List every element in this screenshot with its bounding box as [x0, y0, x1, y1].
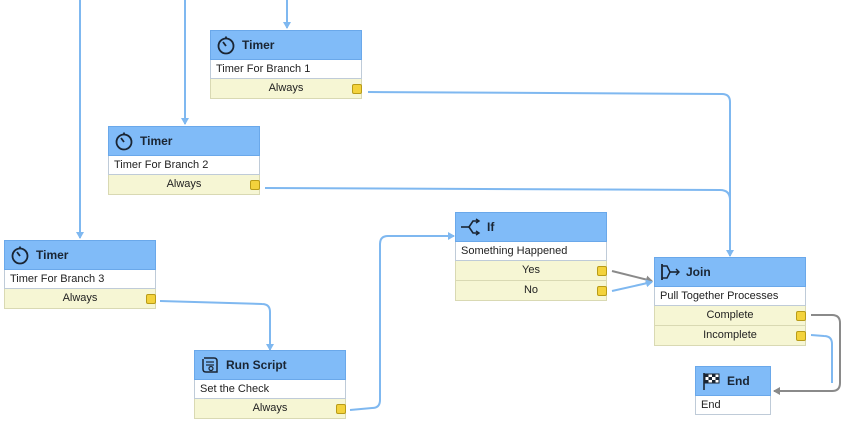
output-label: Always — [62, 292, 98, 304]
output-label: Yes — [522, 264, 540, 276]
output-label: Always — [166, 178, 202, 190]
end-node[interactable]: End End — [695, 366, 771, 415]
output-port[interactable] — [352, 84, 362, 94]
node-title: Timer — [140, 134, 173, 148]
node-title: Timer — [242, 38, 275, 52]
output-always[interactable]: Always — [210, 79, 362, 99]
join-icon — [659, 261, 681, 283]
node-description: Timer For Branch 3 — [4, 270, 156, 289]
node-header[interactable]: Timer — [4, 240, 156, 270]
output-label: Incomplete — [703, 329, 757, 341]
timer-node-branch-2[interactable]: Timer Timer For Branch 2 Always — [108, 126, 260, 195]
node-header[interactable]: Timer — [108, 126, 260, 156]
output-port[interactable] — [597, 266, 607, 276]
node-description: Set the Check — [194, 380, 346, 399]
timer-node-branch-1[interactable]: Timer Timer For Branch 1 Always — [210, 30, 362, 99]
node-title: If — [487, 220, 495, 234]
if-node[interactable]: If Something Happened Yes No — [455, 212, 607, 301]
branch-icon — [460, 216, 482, 238]
node-description: Timer For Branch 2 — [108, 156, 260, 175]
node-description: Something Happened — [455, 242, 607, 261]
output-label: No — [523, 284, 539, 296]
node-title: Join — [686, 265, 711, 279]
node-header[interactable]: Run Script — [194, 350, 346, 380]
connector-if-no-to-join — [611, 279, 653, 292]
node-description: Pull Together Processes — [654, 287, 806, 306]
output-port[interactable] — [597, 286, 607, 296]
output-always[interactable]: Always — [108, 175, 260, 195]
checkered-flag-icon — [700, 370, 722, 392]
output-complete[interactable]: Complete — [654, 306, 806, 326]
node-header[interactable]: If — [455, 212, 607, 242]
output-always[interactable]: Always — [194, 399, 346, 419]
output-port[interactable] — [336, 404, 346, 414]
node-title: End — [727, 374, 750, 388]
output-label: Always — [252, 402, 288, 414]
timer-icon — [215, 34, 237, 56]
node-description: Timer For Branch 1 — [210, 60, 362, 79]
output-incomplete[interactable]: Incomplete — [654, 326, 806, 346]
timer-icon — [113, 130, 135, 152]
timer-icon — [9, 244, 31, 266]
node-header[interactable]: Join — [654, 257, 806, 287]
output-yes[interactable]: Yes — [455, 261, 607, 281]
output-always[interactable]: Always — [4, 289, 156, 309]
connector-timer2-to-join — [264, 187, 731, 201]
connector-timer3-to-script — [159, 300, 274, 351]
output-no[interactable]: No — [455, 281, 607, 301]
output-port[interactable] — [796, 331, 806, 341]
output-label: Always — [268, 82, 304, 94]
output-port[interactable] — [796, 311, 806, 321]
timer-node-branch-3[interactable]: Timer Timer For Branch 3 Always — [4, 240, 156, 309]
connector-if-yes-to-join — [611, 270, 653, 284]
output-port[interactable] — [250, 180, 260, 190]
connector-script-to-if — [349, 232, 455, 411]
node-title: Timer — [36, 248, 69, 262]
node-header[interactable]: Timer — [210, 30, 362, 60]
connector-incomplete-to-end — [810, 334, 833, 383]
join-node[interactable]: Join Pull Together Processes Complete In… — [654, 257, 806, 346]
script-icon — [199, 354, 221, 376]
node-header[interactable]: End — [695, 366, 771, 396]
node-description: End — [695, 396, 771, 415]
output-label: Complete — [706, 309, 754, 321]
run-script-node[interactable]: Run Script Set the Check Always — [194, 350, 346, 419]
node-title: Run Script — [226, 358, 287, 372]
output-port[interactable] — [146, 294, 156, 304]
